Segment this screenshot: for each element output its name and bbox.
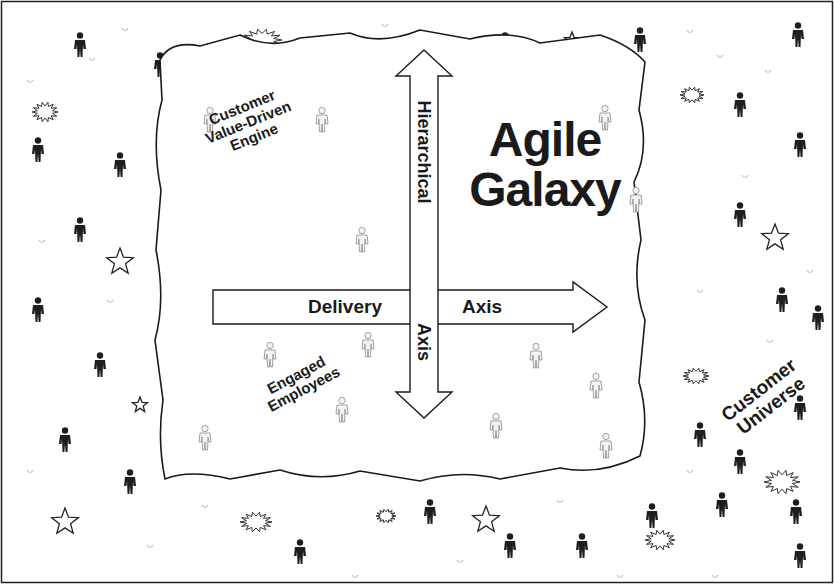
employee-icon bbox=[199, 425, 211, 450]
person-icon bbox=[694, 422, 706, 447]
dust-mark bbox=[202, 505, 208, 508]
dust-mark bbox=[122, 28, 128, 31]
axis-label: Axis bbox=[415, 323, 434, 361]
dust-mark bbox=[687, 470, 693, 473]
people-icons bbox=[32, 22, 824, 568]
burst-icon bbox=[376, 509, 396, 523]
person-icon bbox=[32, 297, 44, 322]
dust-mark bbox=[807, 270, 813, 273]
person-icon bbox=[504, 533, 516, 558]
axis-label: Delivery bbox=[308, 297, 382, 317]
galaxy-region: Agile GalaxyDeliveryAxisHierarchicalAxis bbox=[150, 25, 650, 490]
person-icon bbox=[776, 287, 788, 312]
person-icon bbox=[576, 533, 588, 558]
person-icon bbox=[74, 217, 86, 242]
node-shape bbox=[150, 25, 650, 490]
dust-mark bbox=[39, 240, 45, 243]
person-icon bbox=[424, 499, 436, 524]
person-icon bbox=[634, 27, 646, 52]
employee-icon bbox=[356, 227, 368, 252]
dust-mark bbox=[27, 80, 33, 83]
star-icon bbox=[473, 506, 500, 531]
person-icon bbox=[59, 427, 71, 452]
person-icon bbox=[734, 202, 746, 227]
axis-label: Axis bbox=[462, 297, 502, 317]
person-icon bbox=[646, 503, 658, 528]
person-icon bbox=[734, 449, 746, 474]
person-icon bbox=[74, 32, 86, 57]
dust-mark bbox=[107, 300, 113, 303]
dust-mark bbox=[352, 575, 358, 578]
dust-mark bbox=[687, 30, 693, 33]
dust-mark bbox=[382, 24, 388, 27]
dust-mark bbox=[712, 575, 718, 578]
employee-icon bbox=[264, 342, 276, 367]
person-icon bbox=[734, 92, 746, 117]
person-icon bbox=[812, 305, 824, 330]
hierarchical-arrow bbox=[396, 50, 452, 418]
axis-arrow: HierarchicalAxis bbox=[396, 50, 452, 418]
burst-icon bbox=[645, 530, 675, 549]
employee-icon bbox=[316, 107, 328, 132]
burst-icon bbox=[680, 87, 704, 103]
region-title: Agile Galaxy bbox=[455, 115, 635, 216]
employee-icon bbox=[590, 373, 602, 398]
employee-icon bbox=[630, 187, 642, 212]
dust-mark bbox=[27, 470, 33, 473]
dust-mark bbox=[767, 340, 773, 343]
burst-icon bbox=[683, 368, 709, 384]
space-decoration bbox=[27, 24, 813, 578]
dust-mark bbox=[147, 545, 153, 548]
person-icon bbox=[294, 539, 306, 564]
person-icon bbox=[114, 152, 126, 177]
dust-mark bbox=[765, 70, 771, 73]
person-icon bbox=[32, 137, 44, 162]
employee-icon bbox=[530, 343, 542, 368]
person-icon bbox=[790, 499, 802, 524]
dust-mark bbox=[89, 58, 95, 61]
employee-icon bbox=[336, 397, 348, 422]
employee-icon bbox=[362, 332, 374, 357]
axis-label: Hierarchical bbox=[415, 100, 434, 203]
dust-mark bbox=[717, 55, 723, 58]
galaxy-outline bbox=[155, 30, 645, 481]
star-icon bbox=[762, 224, 789, 249]
employee-icon bbox=[490, 413, 502, 438]
dust-mark bbox=[457, 560, 463, 563]
dust-mark bbox=[617, 575, 623, 578]
burst-icon bbox=[240, 512, 272, 531]
person-icon bbox=[716, 492, 728, 517]
dust-mark bbox=[697, 290, 703, 293]
star-icon bbox=[52, 508, 79, 533]
dust-mark bbox=[557, 500, 563, 503]
star-icon bbox=[132, 397, 147, 412]
star-icon bbox=[107, 248, 134, 273]
person-icon bbox=[794, 132, 806, 157]
dust-mark bbox=[742, 175, 748, 178]
person-icon bbox=[94, 352, 106, 377]
employee-icon bbox=[600, 433, 612, 458]
person-icon bbox=[794, 543, 806, 568]
burst-icon bbox=[32, 102, 58, 121]
person-icon bbox=[792, 22, 804, 47]
person-icon bbox=[124, 469, 136, 494]
burst-icon bbox=[764, 470, 800, 493]
